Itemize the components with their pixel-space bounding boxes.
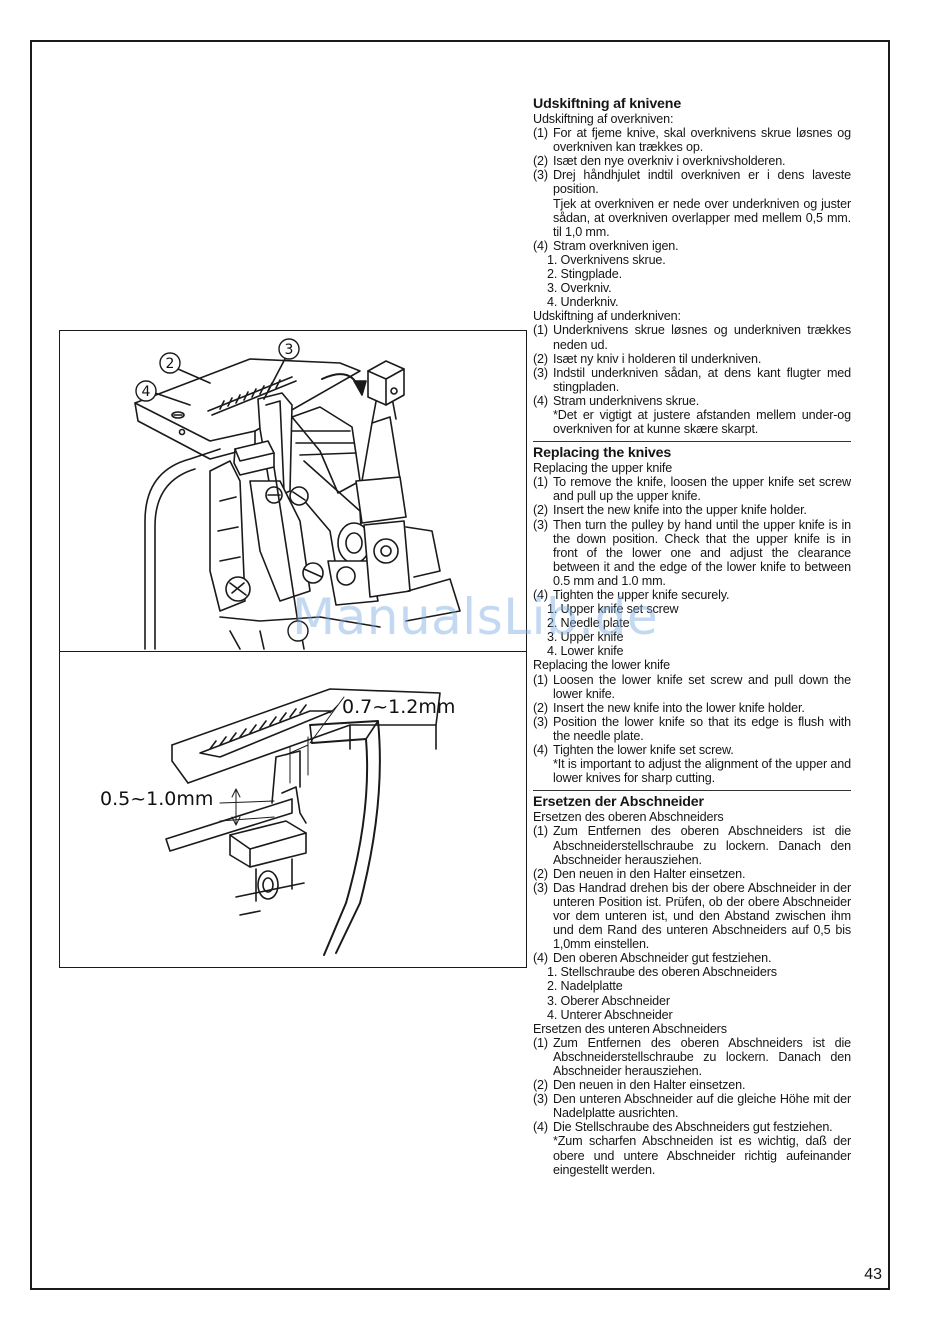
callout-4: 4 bbox=[142, 384, 151, 400]
parts-list-item: 2. Needle plate bbox=[547, 616, 630, 631]
section-divider bbox=[533, 441, 851, 443]
text-column: Udskiftning af knivene Udskiftning af ov… bbox=[533, 96, 851, 1177]
page-number: 43 bbox=[864, 1266, 882, 1283]
step: (1)Underknivens skrue løsnes og underkni… bbox=[533, 323, 851, 352]
step: (2)Insert the new knife into the lower k… bbox=[533, 700, 805, 715]
knife-assembly-illustration: 2 3 4 bbox=[134, 338, 461, 650]
subheading-lower-german: Ersetzen des unteren Abschneiders bbox=[533, 1021, 727, 1036]
step: (4)Den oberen Abschneider gut festziehen… bbox=[533, 951, 772, 966]
step: (3)Indstil underkniven sådan, at dens ka… bbox=[533, 365, 851, 394]
section-title-english: Replacing the knives bbox=[533, 445, 672, 462]
parts-list-item: 3. Upper knife bbox=[547, 630, 624, 645]
step: (1)Loosen the lower knife set screw and … bbox=[533, 672, 851, 701]
callout-3: 3 bbox=[285, 342, 294, 358]
step: (3)Then turn the pulley by hand until th… bbox=[533, 517, 851, 588]
watermark: ManualsLib.de bbox=[292, 588, 659, 646]
figure-box: 2 3 4 bbox=[59, 330, 527, 968]
parts-list-item: 3. Oberer Abschneider bbox=[547, 993, 670, 1008]
section-title-danish: Udskiftning af knivene bbox=[533, 96, 682, 112]
step: (1)Zum Entfernen des oberen Abschneiders… bbox=[533, 824, 851, 867]
step: (3)Das Handrad drehen bis der obere Absc… bbox=[533, 880, 851, 952]
step: (2)Den neuen in den Halter einsetzen. bbox=[533, 1078, 746, 1093]
step-3-continuation: Tjek at overkniven er nede over underkni… bbox=[553, 196, 851, 239]
step: (1)For at fjeme knive, skal overknivens … bbox=[533, 126, 851, 155]
section-danish: Udskiftning af knivene Udskiftning af ov… bbox=[533, 96, 851, 436]
parts-list-item: 4. Underkniv. bbox=[547, 295, 619, 310]
note-english: *It is important to adjust the alignment… bbox=[553, 757, 851, 786]
step: (3)Den unteren Abschneider auf die gleic… bbox=[533, 1092, 851, 1121]
parts-list-item: 3. Overkniv. bbox=[547, 281, 612, 296]
parts-list-item: 4. Lower knife bbox=[547, 644, 624, 659]
parts-list-item: 2. Stingplade. bbox=[547, 267, 622, 282]
section-english: Replacing the knives Replacing the upper… bbox=[533, 445, 851, 785]
section-title-german: Ersetzen der Abschneider bbox=[533, 794, 704, 811]
step: (3)Position the lower knife so that its … bbox=[533, 714, 851, 743]
subheading-upper-english: Replacing the upper knife bbox=[533, 461, 673, 476]
parts-list-item: 1. Upper knife set screw bbox=[547, 602, 679, 617]
section-german: Ersetzen der Abschneider Ersetzen des ob… bbox=[533, 794, 851, 1176]
subheading-upper-danish: Udskiftning af overkniven: bbox=[533, 112, 674, 126]
step: (4)Die Stellschraube des Abschneiders gu… bbox=[533, 1120, 833, 1135]
dimension-upper-overlap: 0.7~1.2mm bbox=[342, 696, 455, 718]
parts-list-item: 1. Stellschraube des oberen Abschneiders bbox=[547, 965, 777, 980]
subheading-upper-german: Ersetzen des oberen Abschneiders bbox=[533, 810, 724, 825]
step: (2)Isæt den nye overkniv i overknivshold… bbox=[533, 154, 786, 169]
step: (2)Isæt ny kniv i holderen til underkniv… bbox=[533, 351, 762, 366]
subheading-lower-danish: Udskiftning af underkniven: bbox=[533, 309, 681, 324]
figure-divider bbox=[60, 651, 526, 652]
dimension-lower-clearance: 0.5~1.0mm bbox=[100, 788, 213, 810]
step: (1)To remove the knife, loosen the upper… bbox=[533, 475, 851, 504]
callout-2: 2 bbox=[166, 356, 175, 372]
knife-clearance-illustration: 0.7~1.2mm 0.5~1.0mm bbox=[100, 688, 455, 956]
step: (3)Drej håndhjulet indtil overkniven er … bbox=[533, 168, 851, 197]
step: (4)Stram overkniven igen. bbox=[533, 238, 679, 253]
page-frame bbox=[30, 40, 890, 1290]
step: (4)Tighten the lower knife set screw. bbox=[533, 743, 734, 758]
parts-list-item: 2. Nadelplatte bbox=[547, 979, 623, 994]
section-divider bbox=[533, 790, 851, 792]
parts-list-item: 4. Unterer Abschneider bbox=[547, 1007, 673, 1022]
note-german: *Zum scharfen Abschneiden ist es wichtig… bbox=[553, 1134, 851, 1177]
subheading-lower-english: Replacing the lower knife bbox=[533, 658, 670, 673]
step: (4)Stram underknivens skrue. bbox=[533, 393, 700, 408]
step: (4)Tighten the upper knife securely. bbox=[533, 588, 730, 602]
note-danish: *Det er vigtigt at justere afstanden mel… bbox=[553, 407, 851, 437]
parts-list-item: 1. Overknivens skrue. bbox=[547, 252, 666, 267]
step: (1)Zum Entfernen des oberen Abschneiders… bbox=[533, 1035, 851, 1078]
step: (2)Insert the new knife into the upper k… bbox=[533, 503, 807, 518]
step: (2)Den neuen in den Halter einsetzen. bbox=[533, 866, 746, 881]
